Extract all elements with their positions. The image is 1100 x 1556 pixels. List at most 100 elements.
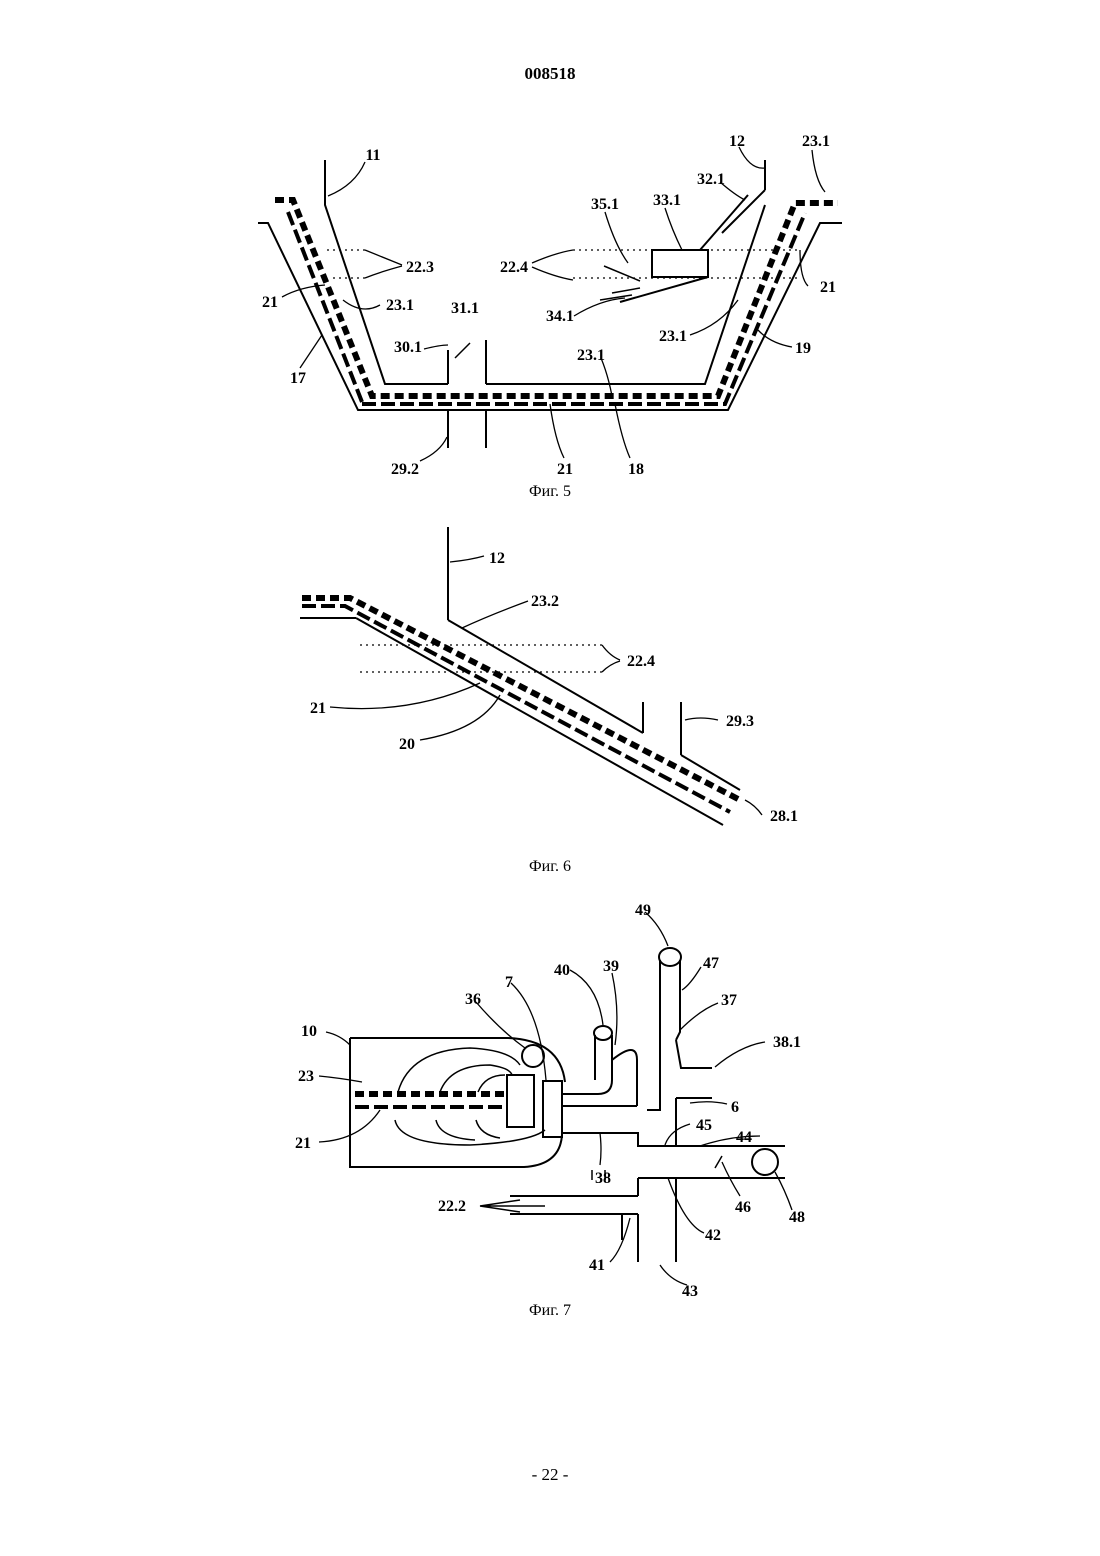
label-11: 11: [365, 147, 380, 164]
label-7: 7: [505, 974, 513, 991]
valve-46: [715, 1156, 722, 1168]
figure-7-caption: Фиг. 7: [0, 1302, 1100, 1320]
inclined-wall-lower: [356, 618, 723, 825]
leader: [610, 1218, 630, 1262]
label-21-right: 21: [820, 279, 836, 296]
label-12: 12: [489, 550, 505, 567]
leader: [574, 298, 625, 316]
label-6: 6: [731, 1099, 739, 1116]
label-40: 40: [554, 962, 570, 979]
label-22-3: 22.3: [406, 259, 434, 276]
leader: [328, 162, 365, 196]
label-17: 17: [290, 370, 306, 387]
figure-6-caption: Фиг. 6: [0, 858, 1100, 876]
pipe-40: [562, 1035, 612, 1094]
label-23-1-top: 23.1: [802, 133, 830, 150]
leader: [660, 1265, 687, 1285]
label-20: 20: [399, 736, 415, 753]
housing-flange: [543, 1081, 562, 1137]
figure-5: 11 12 23.1 32.1 33.1 35.1 22.3 22.4 21 2…: [258, 133, 842, 478]
pipe-40-end: [594, 1026, 612, 1040]
housing: [350, 1038, 565, 1167]
leader: [300, 335, 322, 368]
nozzle-jet: [612, 288, 640, 293]
label-43: 43: [682, 1283, 698, 1300]
leader: [745, 800, 762, 815]
leader: [532, 267, 573, 280]
leader: [615, 404, 630, 458]
flow-arrow: [476, 1120, 500, 1138]
leader: [420, 437, 447, 461]
label-36: 36: [465, 991, 481, 1008]
leader: [550, 404, 564, 458]
label-37: 37: [721, 992, 737, 1009]
leader: [739, 147, 765, 168]
leader: [665, 1124, 690, 1145]
label-22-4: 22.4: [500, 259, 528, 276]
label-42: 42: [705, 1227, 721, 1244]
filter-layer-bottom: [362, 213, 805, 404]
label-21: 21: [310, 700, 326, 717]
leader: [600, 1133, 601, 1165]
feeder-box: [652, 250, 708, 277]
label-21-bottom: 21: [557, 461, 573, 478]
flow-arrow: [398, 1048, 520, 1092]
filter-layer: [275, 200, 838, 396]
leader: [424, 345, 448, 349]
leader: [812, 150, 825, 192]
figure-7: 49 40 39 47 36 7 37 10 38.1 23 6 44 45 2…: [295, 902, 805, 1300]
leader: [365, 250, 402, 265]
leader: [685, 718, 718, 720]
label-22-2: 22.2: [438, 1198, 466, 1215]
pipe-39: [612, 1050, 637, 1106]
flow-arrow: [395, 1120, 545, 1145]
label-23-2: 23.2: [531, 593, 559, 610]
leader: [570, 970, 603, 1025]
filter-layer-upper: [302, 598, 740, 800]
label-22-4: 22.4: [627, 653, 655, 670]
leader: [690, 1102, 727, 1104]
leader: [605, 212, 628, 263]
leader: [532, 250, 573, 263]
label-47: 47: [703, 955, 719, 972]
label-48: 48: [789, 1209, 805, 1226]
leader: [420, 695, 500, 740]
leader: [343, 300, 380, 309]
block-7: [507, 1075, 534, 1127]
roller-48: [752, 1149, 778, 1175]
page-footer: - 22 -: [0, 1465, 1100, 1485]
label-21: 21: [295, 1135, 311, 1152]
flow-arrow: [478, 1075, 505, 1092]
label-29-2: 29.2: [391, 461, 419, 478]
label-46: 46: [735, 1199, 751, 1216]
label-32-1: 32.1: [697, 171, 725, 188]
label-29-3: 29.3: [726, 713, 754, 730]
leader: [602, 645, 620, 660]
label-44: 44: [736, 1129, 752, 1146]
label-38-1: 38.1: [773, 1034, 801, 1051]
outlet-38-1: [676, 1040, 712, 1068]
label-45: 45: [696, 1117, 712, 1134]
leader: [326, 1032, 350, 1045]
label-18: 18: [628, 461, 644, 478]
label-35-1: 35.1: [591, 196, 619, 213]
label-23-1-right: 23.1: [659, 328, 687, 345]
riser-47: [647, 960, 680, 1110]
label-23: 23: [298, 1068, 314, 1085]
label-28-1: 28.1: [770, 808, 798, 825]
flow-arrow: [440, 1065, 512, 1092]
arrow-22-2: [480, 1200, 545, 1212]
label-39: 39: [603, 958, 619, 975]
label-21-left: 21: [262, 294, 278, 311]
leader: [476, 1002, 525, 1048]
figure-6: 12 23.2 22.4 21 29.3 20 28.1: [300, 527, 798, 825]
leader: [715, 1042, 765, 1067]
label-49: 49: [635, 902, 651, 919]
leader: [680, 1003, 718, 1030]
leader: [602, 661, 620, 672]
label-38: 38: [595, 1170, 611, 1187]
label-23-1-bottom: 23.1: [577, 347, 605, 364]
pipe-38-top: [562, 1133, 676, 1146]
leader: [319, 1076, 362, 1082]
inlet-valve: [455, 343, 470, 358]
